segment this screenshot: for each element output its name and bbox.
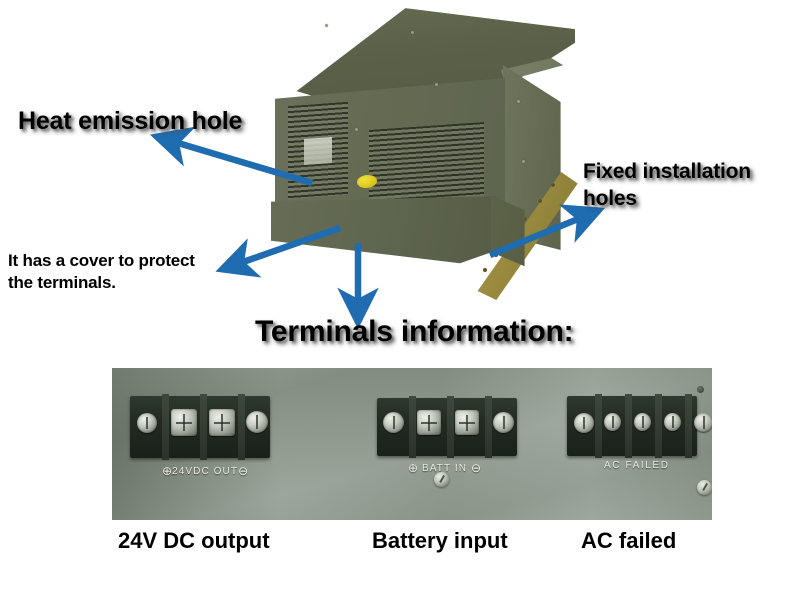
caption-ac-failed: AC failed (581, 528, 677, 553)
label-terminal-cover-note: It has a cover to protect the terminals. (8, 251, 195, 293)
terminal-screw (664, 413, 681, 431)
heading-terminals-information: Terminals information: (255, 315, 574, 348)
screw-dot (325, 24, 328, 27)
caption-battery-input: Battery input (372, 528, 508, 553)
panel-screw (434, 472, 449, 487)
terminal-screw (209, 409, 235, 436)
product-photo (255, 0, 578, 300)
terminal-print-ac-failed: AC FAILED (604, 460, 670, 471)
terminal-divider (238, 394, 245, 460)
terminal-screw (634, 413, 651, 431)
terminal-strip-photo: ⊕24VDC OUT⊖ ⊕ BATT IN ⊖ AC FAILED (112, 368, 712, 520)
screw-dot (522, 160, 525, 163)
screw-dot (411, 31, 414, 34)
terminal-divider (595, 394, 602, 458)
panel-hole (697, 386, 704, 393)
terminal-divider (200, 394, 207, 460)
rating-label (304, 137, 332, 165)
terminal-screw (383, 412, 404, 433)
terminal-screw (171, 409, 197, 436)
terminal-screw (604, 413, 621, 431)
terminal-print-battery-input: ⊕ BATT IN ⊖ (408, 461, 481, 475)
screw-dot (435, 83, 438, 86)
terminal-divider (625, 394, 632, 458)
caption-dc-output: 24V DC output (118, 528, 270, 553)
terminal-screw (455, 410, 479, 435)
terminal-divider (655, 394, 662, 458)
terminal-divider (447, 396, 454, 458)
terminal-screw (137, 413, 157, 433)
terminal-screw (493, 412, 514, 433)
label-fixed-installation-holes: Fixed installation holes (583, 160, 751, 211)
terminal-screw (694, 413, 712, 432)
terminal-print-dc-output: ⊕24VDC OUT⊖ (162, 464, 249, 478)
terminal-divider (409, 396, 416, 458)
screw-dot (355, 128, 358, 131)
screw-dot (517, 100, 520, 103)
terminal-cover-lip (271, 196, 496, 264)
terminal-divider (485, 396, 492, 458)
label-heat-emission-hole: Heat emission hole (18, 107, 243, 135)
panel-screw (697, 480, 712, 495)
terminal-divider (162, 394, 169, 460)
terminal-screw (417, 410, 441, 435)
bracket-hole-icon (551, 183, 555, 187)
terminal-screw (574, 413, 594, 433)
terminal-screw (246, 411, 268, 433)
terminal-divider (685, 394, 692, 458)
bracket-hole-icon (538, 199, 542, 203)
bracket-hole-icon (483, 268, 487, 272)
